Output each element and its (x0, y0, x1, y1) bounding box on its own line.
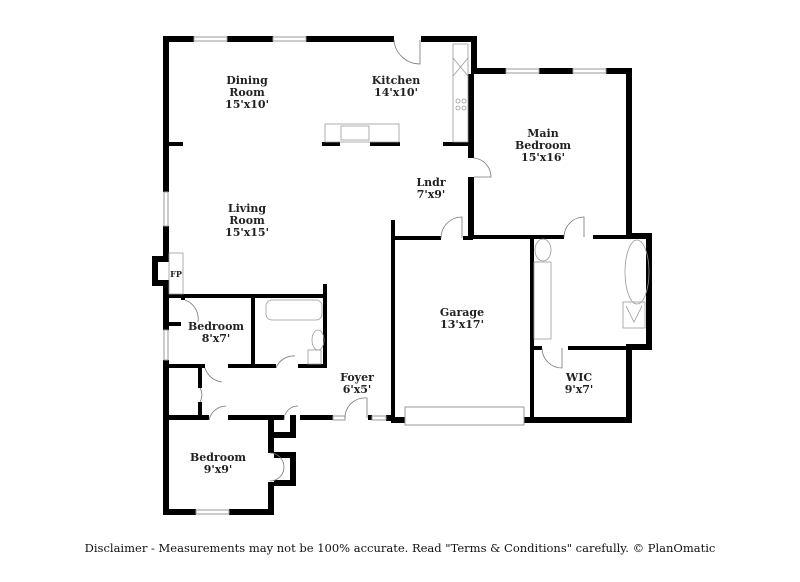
room-name: Lndr (416, 176, 446, 189)
room-name: Bedroom (187, 320, 245, 333)
room-label-dining-room: Dining Room 15'x10' (225, 75, 269, 111)
room-label-living-room: Living Room 15'x15' (225, 203, 269, 239)
room-size: 7'x9' (416, 188, 446, 201)
room-size: 13'x17' (440, 318, 484, 331)
room-label-garage: Garage 13'x17' (440, 307, 484, 331)
room-name: WIC (565, 371, 593, 384)
room-name: Bedroom (514, 139, 572, 152)
room-name: Room (229, 214, 265, 227)
room-size: 15'x10' (225, 98, 269, 111)
fixtures (168, 43, 650, 365)
room-name: Foyer (340, 371, 374, 384)
room-label-wic: WIC 9'x7' (565, 372, 594, 396)
room-name: Living (227, 202, 267, 215)
doors (184, 39, 585, 482)
room-label-kitchen: Kitchen 14'x10' (372, 75, 421, 99)
room-label-foyer: Foyer 6'x5' (340, 372, 374, 396)
room-name: Room (229, 86, 265, 99)
room-size: 15'x15' (225, 226, 269, 239)
disclaimer-text: Disclaimer - Measurements may not be 100… (84, 541, 716, 555)
room-name: Dining (226, 74, 268, 87)
room-label-main-bedroom: Main Bedroom 15'x16' (515, 128, 571, 164)
room-label-bedroom-2: Bedroom 8'x7' (188, 321, 244, 345)
room-name: Main (527, 127, 559, 140)
room-size: 9'x9' (203, 463, 233, 476)
windows (163, 36, 607, 515)
room-size: 15'x16' (521, 151, 565, 164)
room-size: 6'x5' (342, 383, 372, 396)
room-size: 9'x7' (564, 383, 594, 396)
room-name: Bedroom (189, 451, 247, 464)
room-name: Garage (439, 306, 485, 319)
room-label-bedroom-3: Bedroom 9'x9' (190, 452, 246, 476)
room-size: 14'x10' (374, 86, 418, 99)
walls (152, 36, 652, 515)
fireplace-label: FP (170, 269, 182, 279)
room-label-laundry: Lndr 7'x9' (416, 177, 445, 201)
room-name: Kitchen (371, 74, 421, 87)
room-size: 8'x7' (201, 332, 231, 345)
